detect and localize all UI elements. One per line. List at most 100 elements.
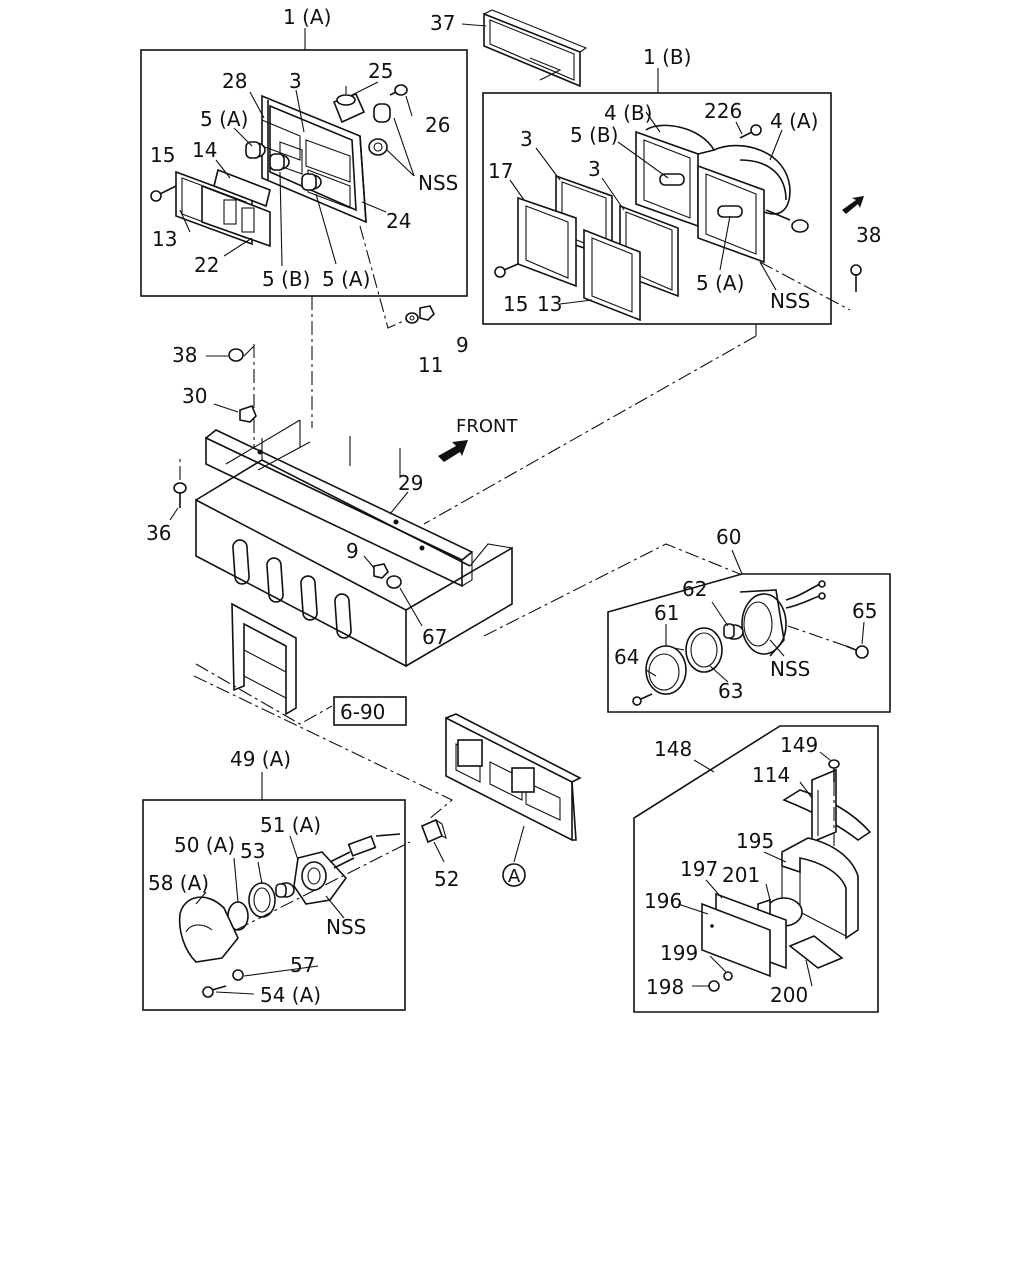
front-label: FRONT xyxy=(456,416,518,437)
callout-circle-a xyxy=(502,863,526,887)
label-196: 196 xyxy=(644,889,682,913)
label-3: 3 xyxy=(289,69,302,93)
grommet-2 xyxy=(368,138,388,156)
label-52: 52 xyxy=(434,867,459,891)
part-37: 37 xyxy=(430,9,588,88)
label-60: 60 xyxy=(716,525,741,549)
group-60: 60 62 61 65 64 63 NSS xyxy=(607,525,891,713)
label-38a: 38 xyxy=(172,343,197,367)
label-11: 11 xyxy=(418,353,443,377)
washer-57 xyxy=(232,969,244,981)
group-60-frame xyxy=(607,573,891,713)
slot-1 xyxy=(232,539,250,585)
label-13b: 13 xyxy=(537,292,562,316)
label-9b: 9 xyxy=(346,539,359,563)
label-64: 64 xyxy=(614,645,639,669)
label-15b: 15 xyxy=(503,292,528,316)
label-nss-3: NSS xyxy=(770,657,810,681)
bracket-114 xyxy=(782,768,872,844)
label-57: 57 xyxy=(290,953,315,977)
label-5a: 5 (A) xyxy=(200,107,248,131)
label-53: 53 xyxy=(240,839,265,863)
label-4b: 4 (B) xyxy=(604,101,652,125)
link-line-49a xyxy=(193,675,454,821)
label-3c: 3 xyxy=(588,157,601,181)
label-36: 36 xyxy=(146,521,171,545)
socket-25 xyxy=(332,86,366,124)
label-201: 201 xyxy=(722,863,760,887)
slot-4 xyxy=(334,593,352,639)
lens-196 xyxy=(701,902,771,978)
label-nss-1: NSS xyxy=(418,171,458,195)
label-circle-a: A xyxy=(508,866,521,887)
label-62: 62 xyxy=(682,577,707,601)
label-38b: 38 xyxy=(856,223,881,247)
bracket-200 xyxy=(788,935,844,969)
label-26: 26 xyxy=(425,113,450,137)
screw-198 xyxy=(708,980,720,992)
step-bracket xyxy=(231,602,297,716)
housing-4a xyxy=(697,144,791,264)
lens-58a xyxy=(178,896,239,963)
label-54a: 54 (A) xyxy=(260,983,321,1007)
label-226: 226 xyxy=(704,99,742,123)
label-3b: 3 xyxy=(520,127,533,151)
group-1b: 1 (B) 3 3 4 (B) 226 4 (A) 5 (B) 17 15 13… xyxy=(482,45,881,325)
screw-65 xyxy=(855,645,869,659)
screw-15b xyxy=(494,266,506,278)
label-9: 9 xyxy=(456,333,469,357)
front-arrow-icon xyxy=(438,440,468,462)
label-49a: 49 (A) xyxy=(230,747,291,771)
housing-60 xyxy=(741,593,787,655)
label-63: 63 xyxy=(718,679,743,703)
label-149: 149 xyxy=(780,733,818,757)
group-1b-frame xyxy=(482,92,832,325)
group-1a: 1 (A) 28 3 25 26 5 (A) 15 14 13 22 5 (B)… xyxy=(140,5,468,297)
label-37: 37 xyxy=(430,11,455,35)
connector-52: 52 xyxy=(420,818,459,891)
label-114: 114 xyxy=(752,763,790,787)
label-15: 15 xyxy=(150,143,175,167)
label-17: 17 xyxy=(488,159,513,183)
label-13: 13 xyxy=(152,227,177,251)
relay-2 xyxy=(511,767,535,793)
label-61: 61 xyxy=(654,601,679,625)
bulb-5b-b xyxy=(659,173,685,186)
group-148: 148 149 114 195 197 201 196 199 198 200 xyxy=(633,725,879,1013)
label-22: 22 xyxy=(194,253,219,277)
label-51a: 51 (A) xyxy=(260,813,321,837)
label-1b: 1 (B) xyxy=(643,45,691,69)
reference-box xyxy=(333,696,407,726)
slot-2 xyxy=(266,557,284,603)
group-1a-frame xyxy=(140,49,468,297)
bolt-38b xyxy=(850,264,862,292)
grommet-67 xyxy=(386,575,402,589)
housing-51a xyxy=(293,833,401,905)
lens-13b xyxy=(583,228,641,322)
group-49a: 49 (A) 51 (A) 50 (A) 53 58 (A) NSS 57 54… xyxy=(142,747,411,1011)
label-nss-4: NSS xyxy=(326,915,366,939)
bezel-22 xyxy=(201,184,271,248)
screw-26 xyxy=(389,84,408,96)
nut-30 xyxy=(239,405,257,423)
label-nss-2: NSS xyxy=(770,289,810,313)
label-28: 28 xyxy=(222,69,247,93)
label-200: 200 xyxy=(770,983,808,1007)
nut-9b xyxy=(373,563,389,579)
label-58a: 58 (A) xyxy=(148,871,209,895)
direction-arrow-icon xyxy=(842,196,864,214)
label-4a: 4 (A) xyxy=(770,109,818,133)
label-148: 148 xyxy=(654,737,692,761)
group-49a-frame xyxy=(142,799,406,1011)
bolt-149 xyxy=(828,759,840,769)
ref-6-90: 6-90 xyxy=(340,700,385,724)
label-199: 199 xyxy=(660,941,698,965)
label-5a-2: 5 (A) xyxy=(322,267,370,291)
lens-61 xyxy=(645,645,687,695)
label-198: 198 xyxy=(646,975,684,999)
stay-29 xyxy=(204,429,474,561)
relay-1 xyxy=(457,739,483,767)
group-148-frame xyxy=(633,725,879,1013)
bumper-assembly: 38 30 29 36 xyxy=(146,343,518,726)
screw-64 xyxy=(632,696,642,706)
